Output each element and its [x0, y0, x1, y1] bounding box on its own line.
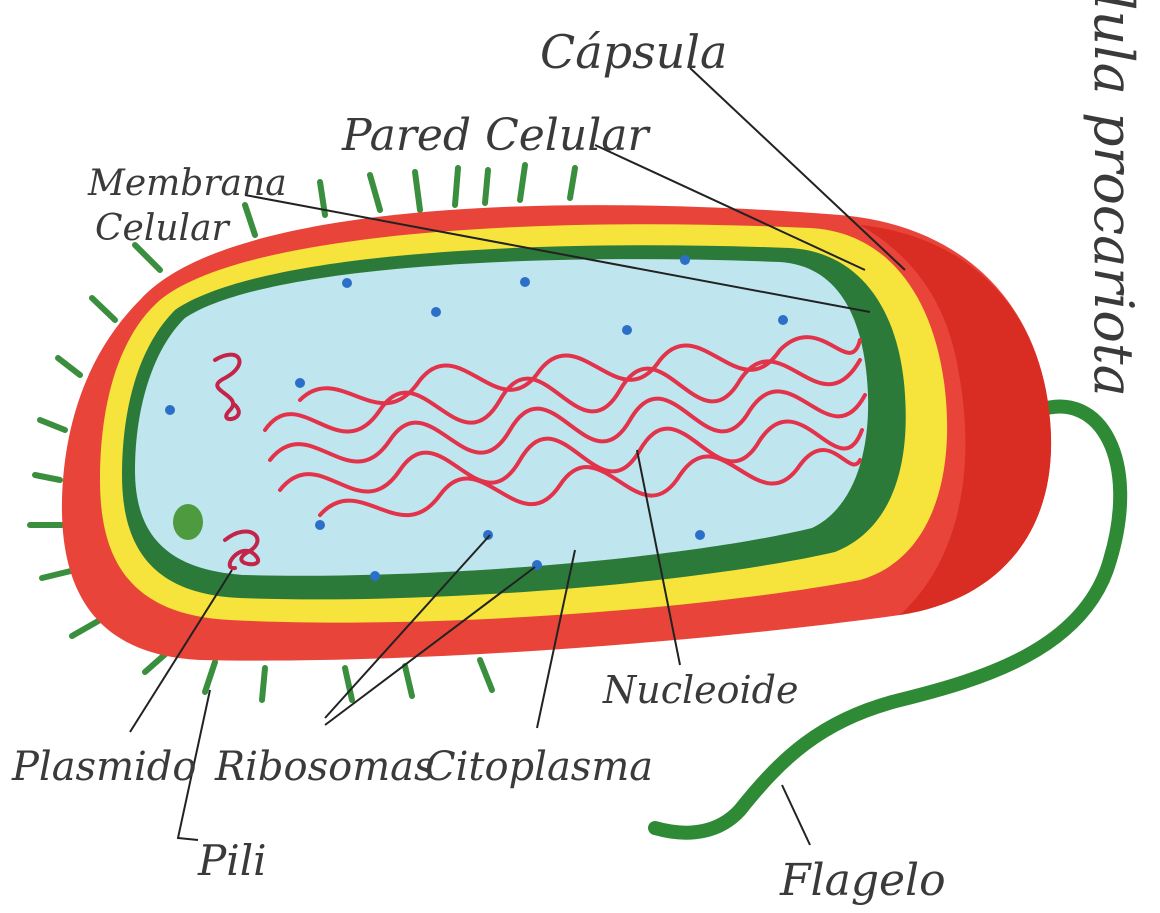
- label-celular: Celular: [95, 208, 231, 249]
- cytoplasm: [135, 259, 868, 576]
- label-ribosomas: Ribosomas: [214, 744, 435, 790]
- label-flagelo: Flagelo: [779, 855, 946, 906]
- granule: [173, 504, 203, 540]
- label-pared-celular: Pared Celular: [341, 110, 652, 161]
- label-pili: Pili: [197, 836, 267, 885]
- diagram-title: Célula procariota: [1082, 0, 1145, 397]
- label-citoplasma: Citoplasma: [425, 744, 653, 790]
- label-membrana: Membrana: [87, 163, 287, 204]
- label-capsula: Cápsula: [540, 25, 727, 79]
- label-nucleoide: Nucleoide: [602, 668, 799, 712]
- label-plasmido: Plasmido: [11, 744, 197, 790]
